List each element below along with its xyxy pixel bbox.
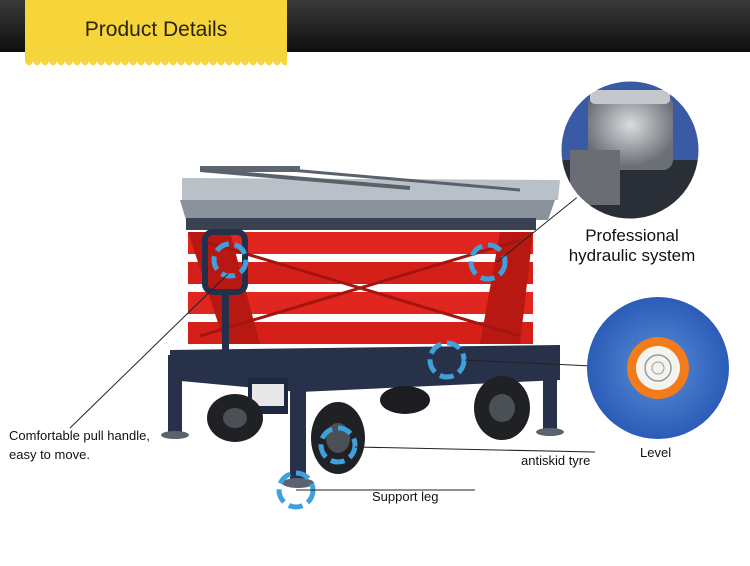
handle-callout-line1: Comfortable pull handle,	[9, 428, 150, 443]
hydraulic-callout-line2: hydraulic system	[568, 246, 696, 265]
level-inset	[587, 297, 729, 439]
marker-rings	[211, 241, 508, 510]
marker-ring-handle	[211, 241, 249, 279]
handle-callout-line2: easy to move.	[9, 447, 90, 462]
hydraulic-inset	[558, 78, 702, 222]
wheels	[207, 376, 530, 474]
hydraulic-callout-line1: Professional	[585, 226, 679, 245]
page-title: Product Details	[84, 18, 228, 41]
marker-ring-hydraulic	[468, 242, 508, 282]
platform	[180, 166, 560, 230]
level-label: Level	[640, 445, 672, 460]
tyre-label: antiskid tyre	[521, 453, 591, 468]
hydraulic-callout: Professional hydraulic system	[563, 226, 701, 266]
marker-ring-tyre	[318, 425, 358, 465]
leader-lines	[69, 194, 596, 491]
handle-callout: Comfortable pull handle, easy to move.	[9, 426, 150, 464]
header-tag: Product Details	[25, 0, 287, 68]
support-leg-label: Support leg	[372, 489, 439, 504]
scissor-lift	[188, 232, 533, 344]
marker-ring-level	[427, 340, 467, 380]
